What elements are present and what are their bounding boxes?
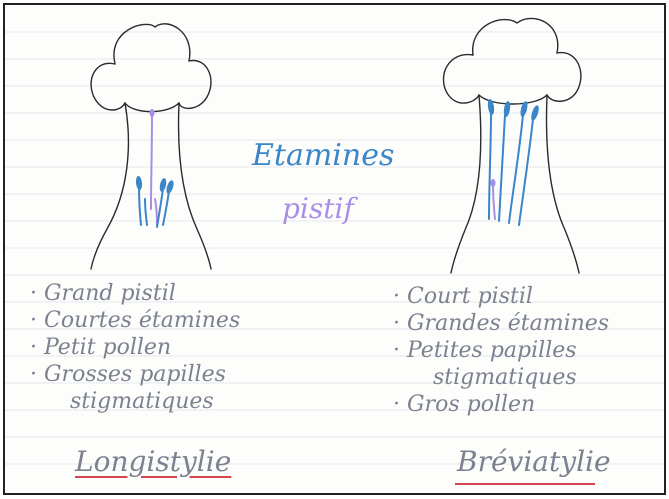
right-note: · Grandes étamines — [393, 310, 609, 337]
right-type-label: Bréviatylie — [457, 445, 611, 478]
right-flower-brevistyly — [425, 15, 595, 285]
right-note: · Court pistil — [393, 283, 609, 310]
left-notes-list: · Grand pistil · Courtes étamines · Peti… — [30, 280, 240, 415]
left-pistil — [151, 115, 157, 225]
left-note: · Petit pollen — [30, 334, 240, 361]
notebook-page: Etamines pistif · Grand pistil · Courtes… — [3, 3, 666, 495]
left-note: stigmatiques — [30, 388, 240, 415]
left-note: · Grosses papilles — [30, 361, 240, 388]
right-notes-list: · Court pistil · Grandes étamines · Peti… — [393, 283, 609, 418]
right-note: stigmatiques — [393, 364, 609, 391]
left-type-label: Longistylie — [75, 445, 231, 478]
legend-stamens-label: Etamines — [252, 141, 394, 171]
left-note: · Courtes étamines — [30, 307, 240, 334]
right-pistil — [493, 185, 495, 219]
right-stamens — [489, 113, 533, 225]
right-note: · Gros pollen — [393, 391, 609, 418]
right-type-underline — [455, 483, 595, 485]
left-flower-longistyly — [77, 19, 227, 279]
right-note: · Petites papilles — [393, 337, 609, 364]
legend-pistil-label: pistif — [282, 195, 354, 223]
left-note: · Grand pistil — [30, 280, 240, 307]
left-stamens — [139, 187, 169, 227]
